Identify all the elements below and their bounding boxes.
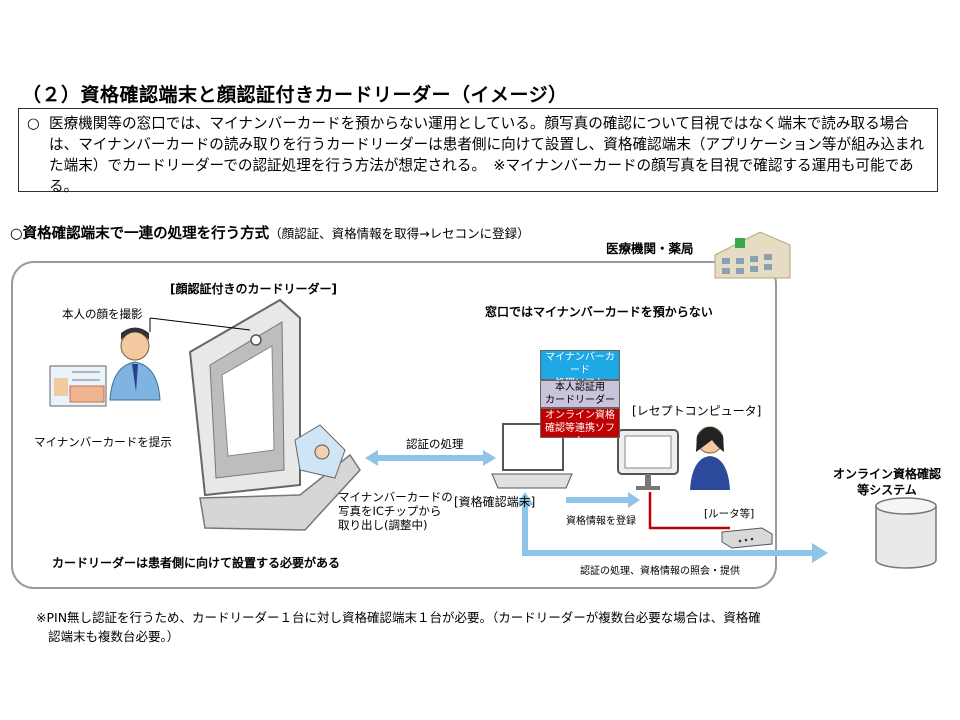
card-reader-device — [188, 298, 361, 531]
hospital-building-icon — [714, 231, 791, 279]
red-connection-line — [648, 492, 730, 530]
auth-process-label: 認証の処理 — [406, 437, 464, 451]
reader-facing-note: カードリーダーは患者側に向けて設置する必要がある — [52, 556, 341, 570]
online-system-database-icon — [875, 497, 937, 569]
page-title: （２）資格確認端末と顔認証付きカードリーダー（イメージ） — [22, 84, 568, 106]
ic-chip-line-1: マイナンバーカードの — [338, 490, 453, 504]
register-arrow — [566, 492, 640, 508]
subheading-main: ○資格確認端末で一連の処理を行う方式 — [10, 226, 270, 242]
software-box-online: オンライン資格 確認等連携ソフト — [540, 408, 620, 447]
subheading: ○資格確認端末で一連の処理を行う方式（顔認証、資格情報を取得→レセコンに登録） — [10, 222, 530, 243]
bullet-mark: ○ — [27, 115, 40, 132]
footer-line-2: 認端末も複数台必要。） — [48, 629, 180, 644]
patient-person-icon — [109, 327, 161, 401]
note-text: 医療機関等の窓口では、マイナンバーカードを預からない運用としている。顔写真の確認… — [49, 115, 925, 195]
photo-label: 本人の顔を撮影 — [62, 307, 143, 321]
terminal-label: [資格確認端末] — [454, 495, 536, 509]
online-system-label: オンライン資格確認 等システム — [832, 466, 942, 498]
subheading-paren: （顔認証、資格情報を取得→レセコンに登録） — [269, 226, 530, 241]
ic-chip-line-2: 写真をICチップから — [338, 504, 442, 518]
no-keep-label: 窓口ではマイナンバーカードを預からない — [485, 305, 713, 319]
receipt-computer-icon — [617, 429, 679, 490]
ic-chip-line-3: 取り出し(調整中) — [338, 518, 428, 532]
card-reader-title: [顔認証付きのカードリーダー] — [170, 282, 337, 296]
ic-chip-label: マイナンバーカードの 写真をICチップから 取り出し(調整中) — [338, 490, 453, 532]
institution-label: 医療機関・薬局 — [606, 241, 694, 256]
note-box: ○ 医療機関等の窓口では、マイナンバーカードを預からない運用としている。顔写真の… — [18, 108, 938, 195]
present-card-label: マイナンバーカードを提示 — [34, 435, 172, 449]
institution-frame — [11, 261, 777, 589]
auth-double-arrow — [365, 450, 496, 466]
inquiry-arrow — [516, 492, 828, 563]
staff-person-icon — [690, 426, 730, 490]
software-box-card: マイナンバーカード 処理ソフト — [540, 350, 620, 389]
router-icon — [721, 527, 773, 549]
register-label: 資格情報を登録 — [566, 516, 636, 527]
receipt-computer-label: [レセプトコンピュータ] — [632, 404, 762, 418]
online-system-line-2: 等システム — [857, 483, 917, 497]
online-system-line-1: オンライン資格確認 — [832, 467, 941, 481]
footer-line-1: ※PIN無し認証を行うため、カードリーダー１台に対し資格確認端末１台が必要。（カ… — [36, 610, 761, 625]
inquiry-label: 認証の処理、資格情報の照会・提供 — [580, 566, 740, 577]
software-box-reader: 本人認証用 カードリーダーソフト — [540, 380, 620, 419]
terminal-laptop-icon — [491, 423, 573, 489]
footer-note: ※PIN無し認証を行うため、カードリーダー１台に対し資格確認端末１台が必要。（カ… — [36, 608, 761, 646]
my-number-card-icon — [49, 365, 107, 407]
router-label: [ルータ等] — [704, 508, 755, 520]
